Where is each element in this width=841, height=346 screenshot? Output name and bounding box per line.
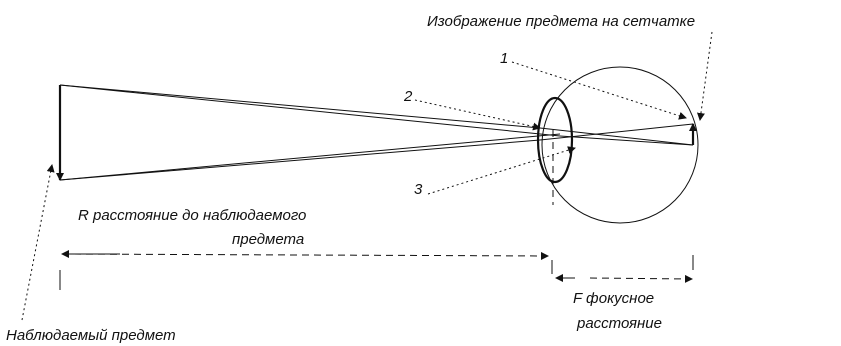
ray-top: [60, 85, 540, 128]
ray-inner: [60, 85, 560, 136]
distance-line: [62, 254, 548, 256]
ray-3-label: 3: [414, 181, 423, 198]
distance-label-line1: R расстояние до наблюдаемого: [78, 207, 306, 224]
pointer-1: [512, 62, 686, 118]
focal-label-line2: расстояние: [576, 315, 662, 332]
ray-bottom: [60, 140, 540, 180]
focal-label-line1: F фокусное: [573, 290, 654, 307]
observed-object-label: Наблюдаемый предмет: [6, 327, 176, 344]
retina-image-label: Изображение предмета на сетчатке: [427, 13, 695, 30]
ray-inner-2: [60, 134, 560, 180]
pointer-2: [415, 100, 540, 128]
pointer-object: [22, 165, 52, 320]
eyeball: [542, 67, 698, 223]
ray-2-label: 2: [403, 88, 413, 105]
focal-line: [590, 278, 692, 279]
ray-1-label: 1: [500, 50, 508, 67]
pointer-retina: [700, 32, 712, 120]
ray-in-eye-2: [540, 124, 693, 140]
distance-label-line2: предмета: [232, 231, 304, 248]
